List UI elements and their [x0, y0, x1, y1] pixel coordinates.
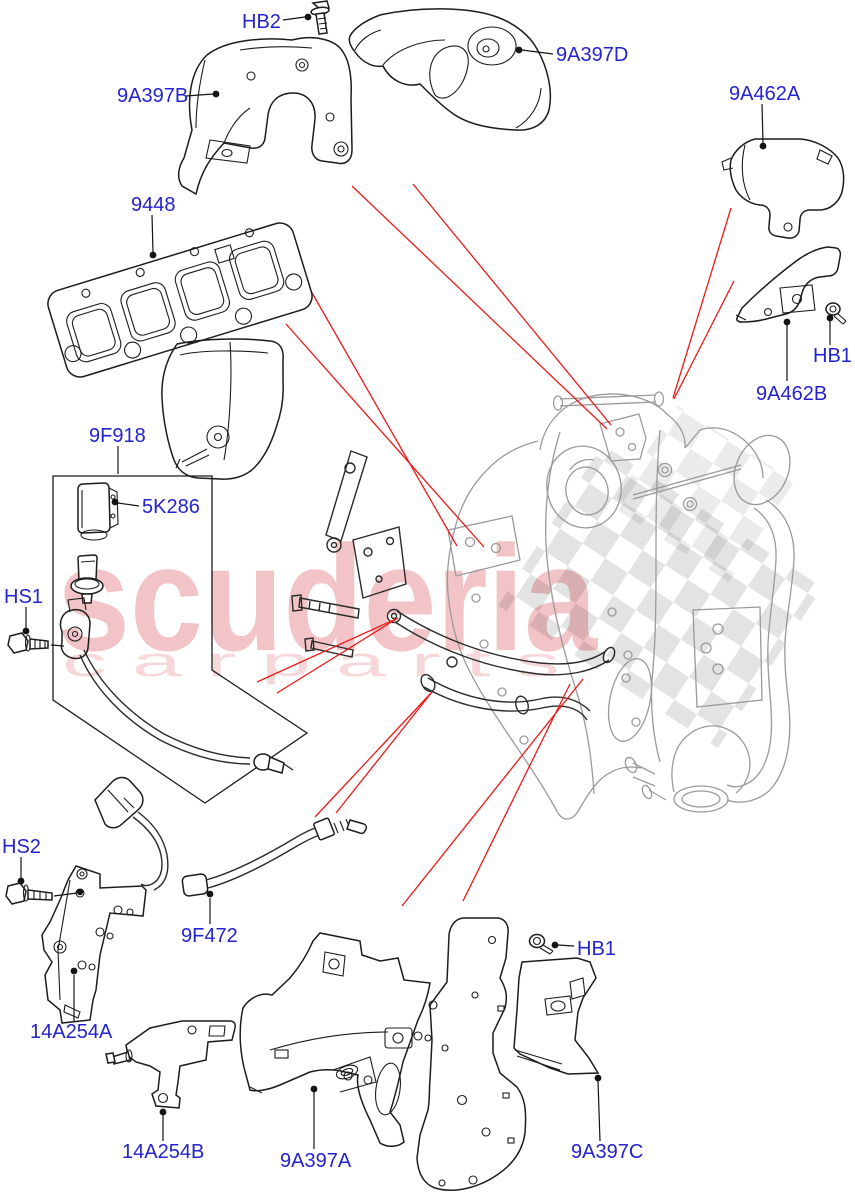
heat-shield-9a397a: [239, 932, 432, 1147]
kit-box-9f918: [52, 475, 309, 804]
bracket-14a254a: [41, 865, 147, 1024]
part-label-14a254a[interactable]: 14A254A: [30, 1021, 113, 1043]
bracket-9a462b: [735, 246, 842, 323]
part-label-9f472[interactable]: 9F472: [181, 925, 238, 947]
bolt-hs1: [7, 632, 65, 654]
bracket-9a462a: [721, 138, 845, 239]
part-label-14a254b[interactable]: 14A254B: [122, 1141, 204, 1163]
part-label-9a462b[interactable]: 9A462B: [756, 383, 827, 405]
part-label-5k286[interactable]: 5K286: [142, 496, 200, 518]
heat-shield-9a397c: [513, 957, 600, 1075]
part-label-9a397d[interactable]: 9A397D: [556, 44, 628, 66]
part-label-hs1[interactable]: HS1: [4, 586, 43, 608]
part-labels: HB2 9A397B 9A397D 9448 9A462A HB1 9A462B…: [2, 11, 852, 1172]
bolt-hb2: [310, 0, 330, 35]
part-label-9a397b[interactable]: 9A397B: [117, 85, 188, 107]
heat-shield-9a397b: [177, 36, 353, 196]
part-label-hb2[interactable]: HB2: [242, 11, 281, 33]
solenoid-5k286: [77, 482, 119, 541]
turbo-bracket-and-oil-pipes: [291, 450, 616, 721]
checkered-flag-watermark-2: [611, 405, 795, 583]
part-label-hs2[interactable]: HS2: [2, 836, 41, 858]
bolt-hb1-right: [825, 302, 847, 325]
watermark: scuderia c a r p a r t s: [57, 405, 823, 749]
part-label-9a462a[interactable]: 9A462A: [729, 83, 801, 105]
bracket-14a254b: [105, 1020, 236, 1109]
part-label-9448[interactable]: 9448: [131, 194, 176, 216]
exhaust-manifold-gasket-9448: [47, 222, 313, 378]
part-label-hb1-right[interactable]: HB1: [813, 345, 852, 367]
bolt-hb1-lower: [528, 933, 554, 955]
part-label-9a397c[interactable]: 9A397C: [571, 1141, 643, 1163]
center-shield-panel: [416, 917, 527, 1191]
small-heat-shield: [161, 338, 284, 480]
heat-shield-9a397d: [348, 8, 552, 131]
pipe-and-clamp: [59, 597, 294, 774]
red-locator-lines: [256, 183, 735, 907]
part-label-9f918[interactable]: 9F918: [89, 425, 146, 447]
turbocharger-engine-assembly: [446, 391, 795, 820]
oxygen-sensor-9f472: [94, 776, 368, 897]
leader-lines: [17, 13, 834, 1149]
checkered-flag-watermark: [498, 444, 823, 749]
part-label-hb1-lower[interactable]: HB1: [577, 938, 616, 960]
part-label-9a397a[interactable]: 9A397A: [280, 1150, 352, 1172]
